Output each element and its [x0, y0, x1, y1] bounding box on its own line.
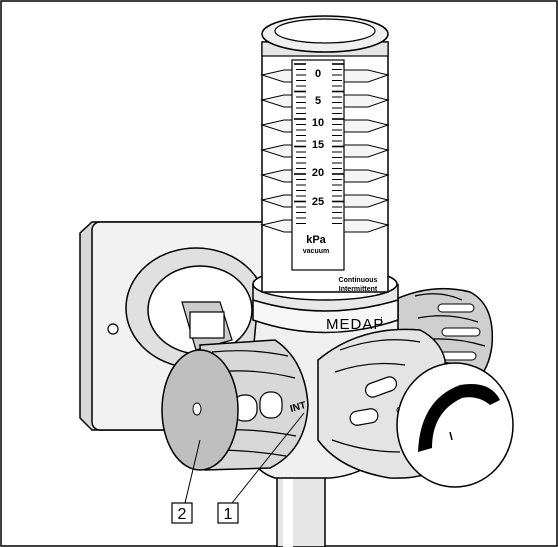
brand-name: MEDAP	[326, 316, 384, 333]
brand-mark: ⋮	[378, 316, 385, 324]
callout-2-leader	[184, 439, 201, 504]
left-knob: INT	[161, 339, 309, 471]
scale-unit-sub: vacuum	[303, 248, 329, 255]
plate-screw-hole	[107, 323, 119, 335]
scale-ticks	[294, 63, 344, 224]
scale-value-15: 15	[312, 139, 324, 151]
scale-value-0: 0	[315, 68, 321, 80]
scale-value-5: 5	[315, 95, 321, 107]
callout-1-label: 1	[224, 506, 233, 523]
gauge-scale-strip	[291, 59, 345, 271]
scale-value-10: 10	[312, 117, 324, 129]
callout-2-label: 2	[178, 506, 187, 523]
front-right-knob	[317, 328, 514, 488]
callout-1: 1	[217, 502, 239, 524]
int-label: INT	[289, 400, 307, 415]
mode-continuous: Continuous	[339, 277, 378, 284]
callout-1-leader	[231, 412, 305, 504]
scale-value-20: 20	[312, 167, 324, 179]
scale-value-25: 25	[312, 196, 324, 208]
gauge-column: 0 5 10 15 20 25 kPa vacuum Continuous In…	[260, 15, 390, 293]
callout-2: 2	[171, 502, 193, 524]
bottom-pipe	[276, 469, 326, 547]
scale-unit: kPa	[306, 234, 326, 246]
front-knob-dial-arc	[418, 384, 500, 452]
front-knob-face	[396, 362, 514, 488]
mode-intermittent: Intermittent	[339, 286, 378, 293]
